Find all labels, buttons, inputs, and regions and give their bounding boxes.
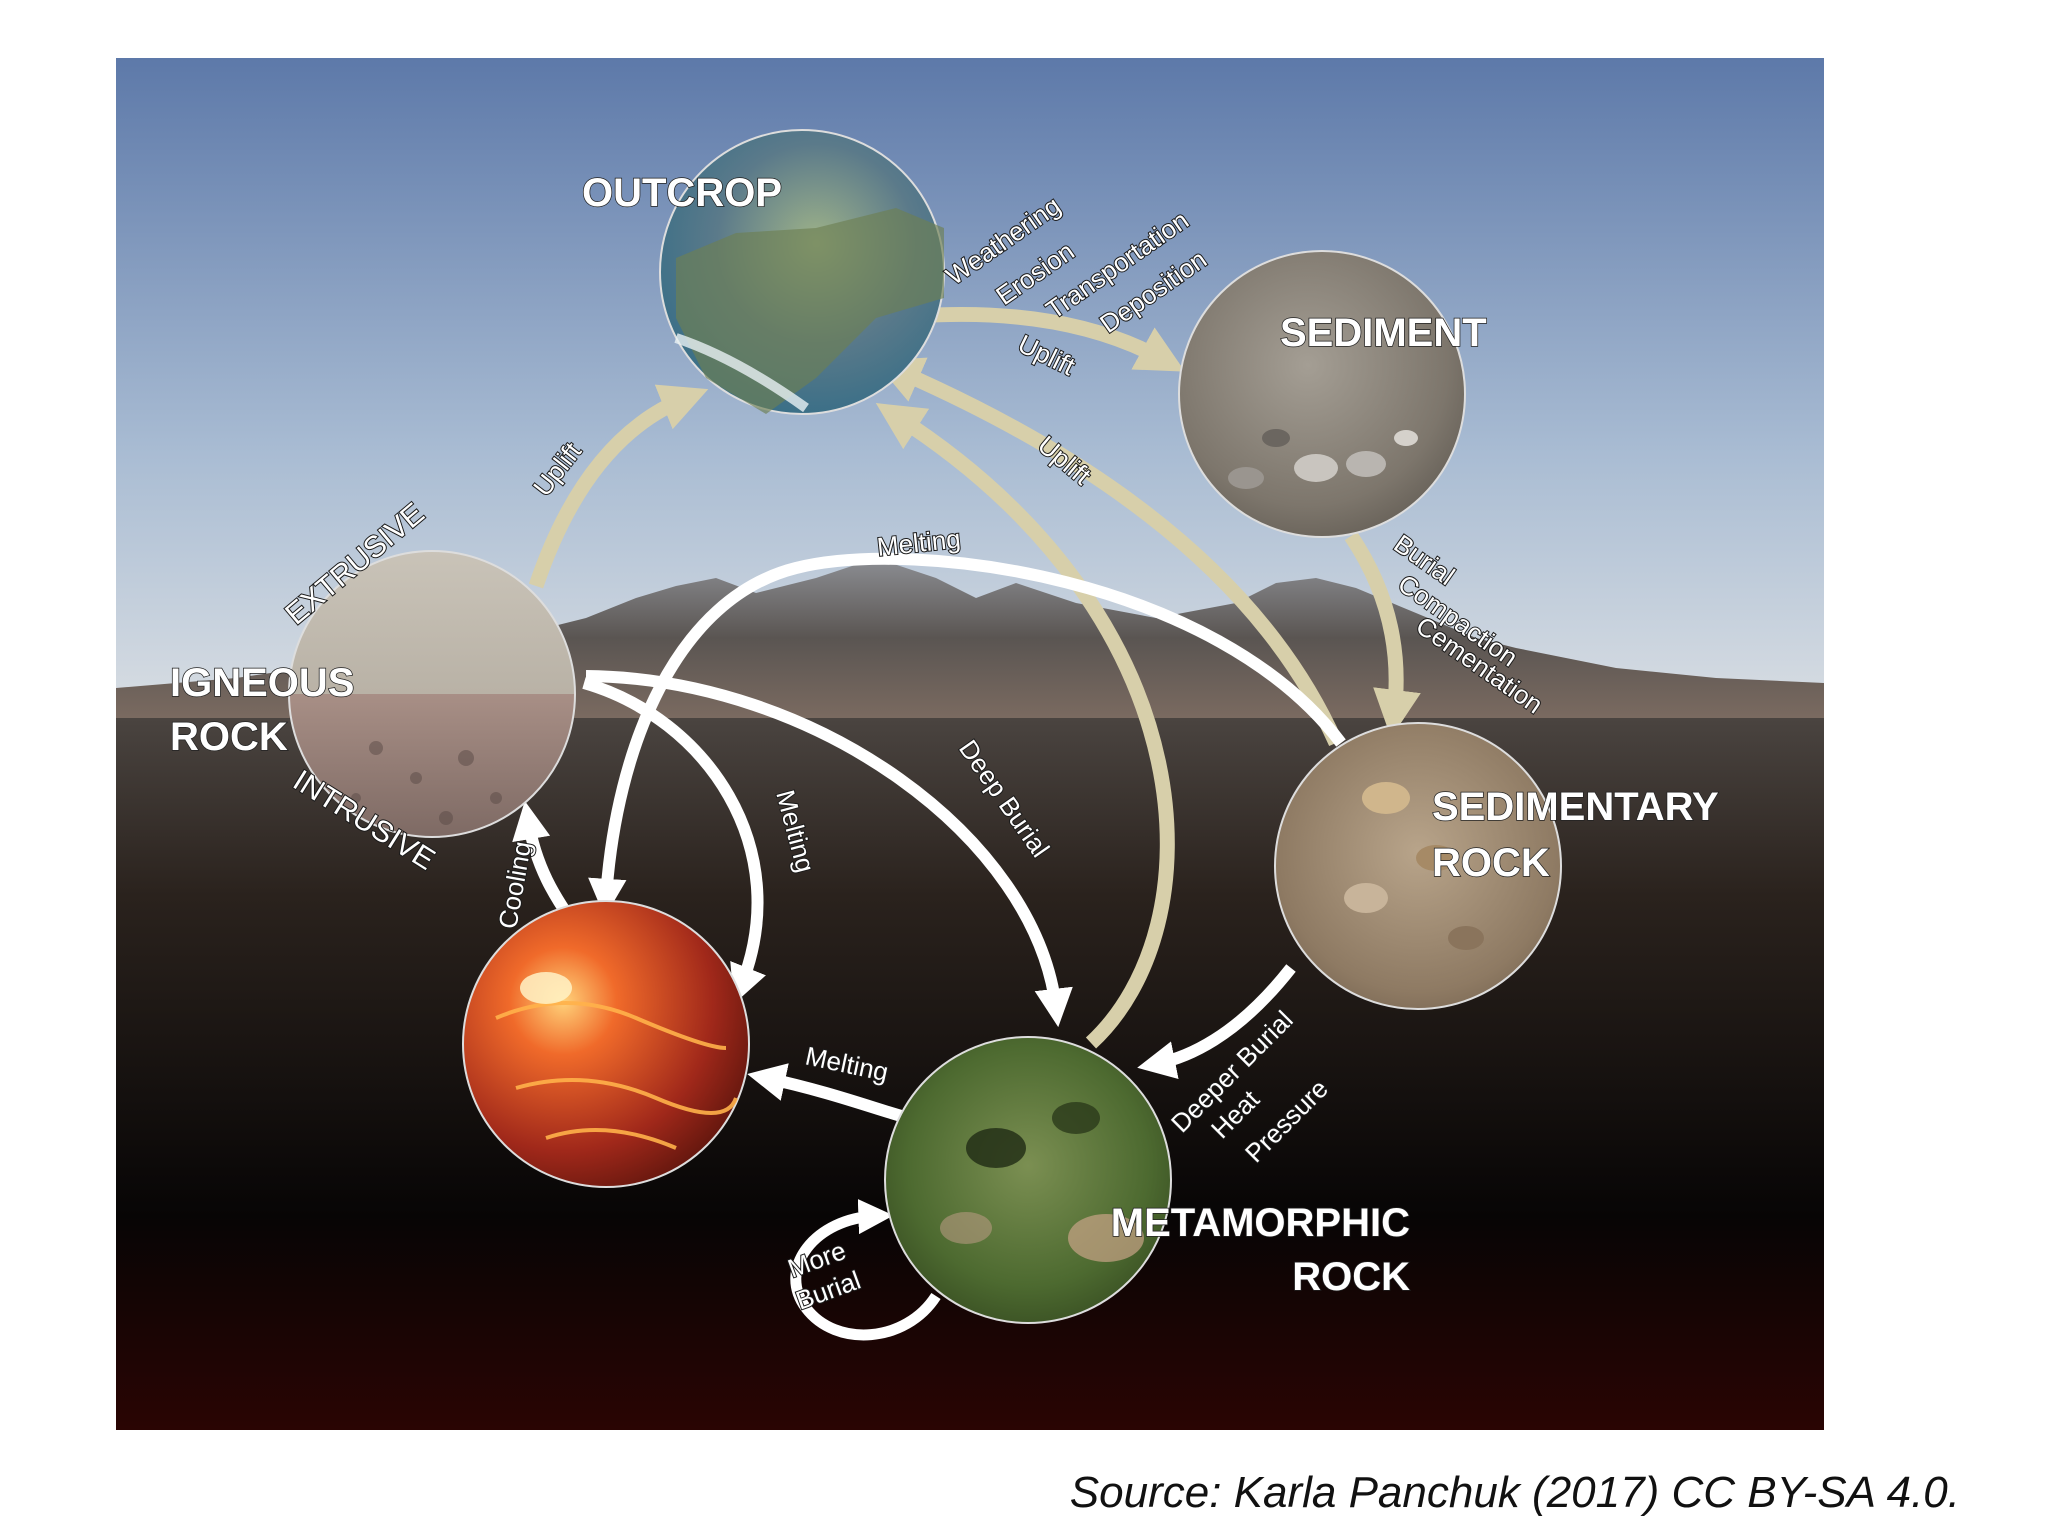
igneous-rock-title-line1: IGNEOUS xyxy=(170,661,354,705)
burial-arrow xyxy=(1344,531,1421,738)
igneous-rock-photo xyxy=(288,550,576,838)
sediment-title: SEDIMENT xyxy=(1280,311,1487,355)
metamorphic-rock-title-line1: METAMORPHIC xyxy=(1111,1201,1410,1245)
more-burial-arrow xyxy=(790,1199,941,1341)
weathering-arrow xyxy=(915,306,1186,372)
outcrop-title: OUTCROP xyxy=(582,171,782,215)
metamorphic-rock-title-line2: ROCK xyxy=(1292,1255,1410,1299)
sediment-photo xyxy=(1178,250,1466,538)
process-melting-top: Melting xyxy=(875,523,962,562)
deeper-burial-arrow xyxy=(1137,964,1296,1080)
melting-arrow-sedimentary xyxy=(588,552,1346,918)
sedimentary-rock-title-line1: SEDIMENTARY xyxy=(1432,785,1719,829)
sedimentary-rock-photo xyxy=(1274,722,1562,1010)
source-caption: Source: Karla Panchuk (2017) CC BY-SA 4.… xyxy=(1069,1468,1960,1517)
igneous-rock-title-line2: ROCK xyxy=(170,715,288,759)
uplift-arrow-igneous xyxy=(528,384,709,589)
sedimentary-rock-title-line2: ROCK xyxy=(1432,841,1550,885)
uplift-arrow-metamorphic xyxy=(875,403,1175,1049)
uplift-arrow-sedimentary xyxy=(873,357,1343,747)
outcrop-photo xyxy=(659,129,945,415)
magma-photo xyxy=(462,900,750,1188)
melting-arrow-igneous xyxy=(582,677,766,1004)
metamorphic-rock-photo xyxy=(884,1036,1172,1324)
rock-cycle-diagram: OUTCROP SEDIMENT SEDIMENTARY ROCK METAMO… xyxy=(116,58,1824,1430)
deep-burial-arrow xyxy=(585,670,1073,1028)
